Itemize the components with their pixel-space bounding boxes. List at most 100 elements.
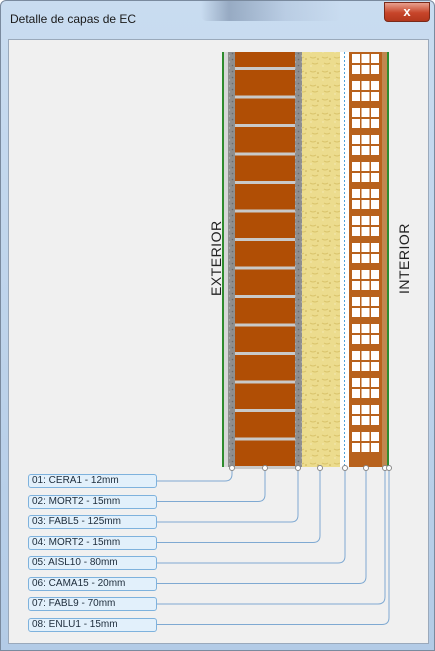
hollow-brick-cell <box>371 227 379 236</box>
layer-label-7[interactable]: 07: FABL9 - 70mm <box>28 597 157 611</box>
brick-joint <box>235 295 295 298</box>
layer-4-band <box>295 52 302 467</box>
window-title: Detalle de capas de EC <box>10 12 137 26</box>
hollow-brick-cell <box>361 173 370 182</box>
hollow-brick-cell <box>361 146 370 155</box>
brick-joint <box>235 352 295 355</box>
hollow-brick-cell <box>361 324 370 333</box>
anchor-dot-4 <box>317 465 323 471</box>
brick-joint <box>235 124 295 127</box>
layer-2-band <box>228 52 235 467</box>
anchor-dot-1 <box>229 465 235 471</box>
close-button[interactable]: x <box>384 2 430 22</box>
hollow-brick-cell <box>361 335 370 344</box>
brick-joint <box>235 323 295 327</box>
hollow-brick-cell <box>371 146 379 155</box>
hollow-brick-cell <box>352 351 360 360</box>
hollow-brick-cell <box>352 200 360 209</box>
title-bar-decoration <box>201 1 341 21</box>
hollow-brick-cell <box>352 173 360 182</box>
layer-label-5[interactable]: 05: AISL10 - 80mm <box>28 556 157 570</box>
leader-line-1 <box>152 468 233 482</box>
brick-joint <box>235 152 295 156</box>
layer-label-2[interactable]: 02: MORT2 - 15mm <box>28 494 157 509</box>
hollow-brick-cell <box>361 108 370 117</box>
hollow-brick-cell <box>361 189 370 198</box>
hollow-brick-cell <box>371 92 379 101</box>
hollow-brick-cell <box>352 54 360 63</box>
hollow-brick-cell <box>352 378 360 387</box>
hollow-brick-cell <box>371 281 379 290</box>
leader-line-7 <box>152 468 386 605</box>
hollow-brick-cell <box>361 416 370 425</box>
anchor-dot-5 <box>342 465 348 471</box>
hollow-brick-cell <box>352 416 360 425</box>
hollow-brick-cell <box>352 108 360 117</box>
hollow-brick-cell <box>371 270 379 279</box>
hollow-brick-cell <box>361 227 370 236</box>
hollow-brick-cell <box>352 270 360 279</box>
hollow-brick-cell <box>361 119 370 128</box>
layer-label-1[interactable]: 01: CERA1 - 12mm <box>28 474 157 488</box>
hollow-brick-cell <box>361 270 370 279</box>
hollow-brick-cell <box>371 81 379 90</box>
hollow-brick-cell <box>352 216 360 225</box>
hollow-brick-cell <box>371 162 379 171</box>
hollow-brick-cell <box>352 335 360 344</box>
hollow-brick-cell <box>352 281 360 290</box>
brick-joint <box>235 266 295 270</box>
layer-label-6[interactable]: 06: CAMA15 - 20mm <box>28 576 157 591</box>
layer-label-4[interactable]: 04: MORT2 - 15mm <box>28 535 157 550</box>
brick-joint <box>235 409 295 412</box>
hollow-brick-cell <box>371 443 379 452</box>
hollow-brick-cell <box>371 200 379 209</box>
hollow-brick-cell <box>371 243 379 252</box>
hollow-brick-cell <box>361 254 370 263</box>
layer-3-band <box>235 52 295 467</box>
interior-side-label: INTERIOR <box>396 223 412 294</box>
brick-joint <box>235 95 295 99</box>
brick-joint <box>235 238 295 241</box>
hollow-brick-cell <box>352 92 360 101</box>
hollow-brick-cell <box>361 351 370 360</box>
anchor-dot-2 <box>262 465 268 471</box>
brick-joint <box>235 209 295 213</box>
hollow-brick-cell <box>352 254 360 263</box>
hollow-brick-cell <box>361 308 370 317</box>
hollow-brick-cell <box>371 416 379 425</box>
hollow-brick-cell <box>371 135 379 144</box>
hollow-brick-cell <box>352 432 360 441</box>
hollow-brick-cell <box>371 216 379 225</box>
hollow-brick-cell <box>371 65 379 74</box>
hollow-brick-cell <box>361 405 370 414</box>
hollow-brick-cell <box>361 243 370 252</box>
hollow-brick-cell <box>352 243 360 252</box>
hollow-brick-cell <box>371 362 379 371</box>
hollow-brick-cell <box>371 119 379 128</box>
hollow-brick-cell <box>371 297 379 306</box>
hollow-brick-cell <box>361 443 370 452</box>
exterior-coating-line <box>222 52 224 467</box>
layer-8-band <box>382 52 387 467</box>
hollow-brick-cell <box>361 92 370 101</box>
exterior-side-label: EXTERIOR <box>208 220 224 296</box>
hollow-brick-cell <box>352 189 360 198</box>
hollow-brick-cell <box>352 443 360 452</box>
leader-line-3 <box>152 468 299 523</box>
interior-coating-line <box>387 52 389 467</box>
hollow-brick-cell <box>352 65 360 74</box>
anchor-dot-8 <box>386 465 392 471</box>
leader-line-2 <box>152 468 266 502</box>
layer-label-8[interactable]: 08: ENLU1 - 15mm <box>28 617 157 632</box>
hollow-brick-cell <box>371 254 379 263</box>
title-bar[interactable]: Detalle de capas de EC x <box>1 1 434 31</box>
leader-line-8 <box>152 468 390 625</box>
hollow-brick-cell <box>361 378 370 387</box>
hollow-brick-cell <box>361 362 370 371</box>
hollow-brick-cell <box>361 200 370 209</box>
layer-detail-panel: EXTERIOR INTERIOR 01: CERA1 - 12mm 02: MO… <box>8 39 429 644</box>
layer-label-3[interactable]: 03: FABL5 - 125mm <box>28 515 157 529</box>
hollow-brick-cell <box>352 362 360 371</box>
brick-joint <box>235 181 295 184</box>
